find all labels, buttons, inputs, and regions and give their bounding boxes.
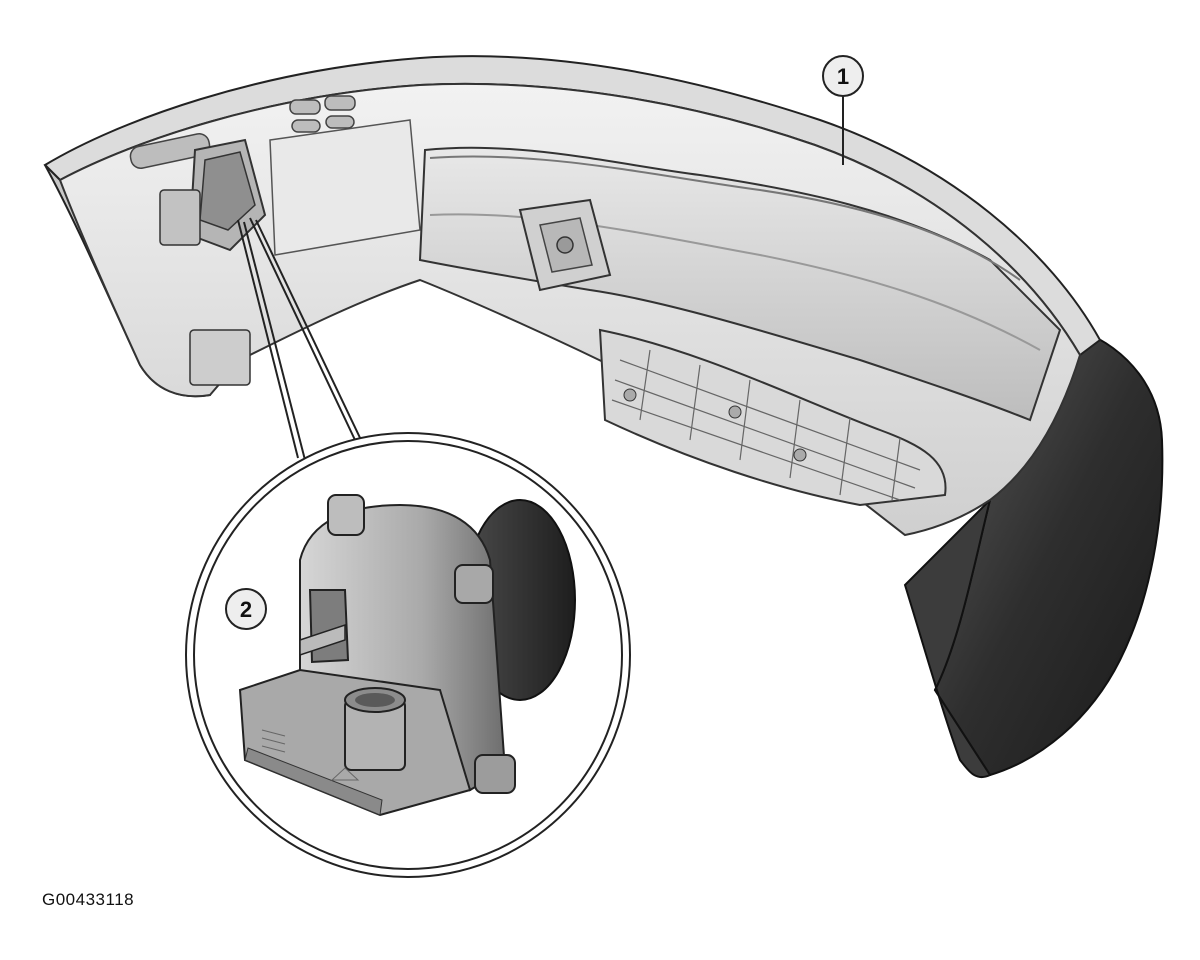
mounting-slots [129, 95, 356, 169]
lower-grille [598, 328, 947, 507]
grille-fastener-2 [728, 405, 742, 419]
grille-fastener-3 [793, 448, 807, 462]
callout-2-label: 2 [240, 597, 252, 622]
callout-1: 1 [822, 55, 864, 165]
beam-top-ridge [429, 155, 1021, 281]
sensor-lug-bottom [474, 754, 516, 794]
parking-sensor [238, 494, 576, 817]
sensor-housing [299, 503, 507, 792]
magnifier-ring-inner [193, 440, 623, 870]
grille-fastener-1 [623, 388, 637, 402]
detail-magnifier [185, 432, 631, 878]
grille-frame [598, 328, 947, 507]
sensor-lug-top [327, 494, 365, 536]
sensor-mount-location [159, 138, 267, 386]
sensor-markings [261, 729, 360, 781]
zoom-leader [237, 217, 363, 461]
impact-beam [418, 146, 1062, 422]
tow-eye-bracket [518, 198, 612, 292]
bumper-lower-flange [903, 496, 992, 779]
sensor-connector [344, 687, 406, 771]
grille-mesh [611, 349, 921, 501]
figure-id: G00433118 [42, 890, 135, 909]
sensor-lug-right [454, 564, 494, 604]
inner-recess-left [269, 119, 421, 256]
callout-1-label: 1 [837, 64, 849, 89]
callout-2: 2 [225, 588, 267, 630]
